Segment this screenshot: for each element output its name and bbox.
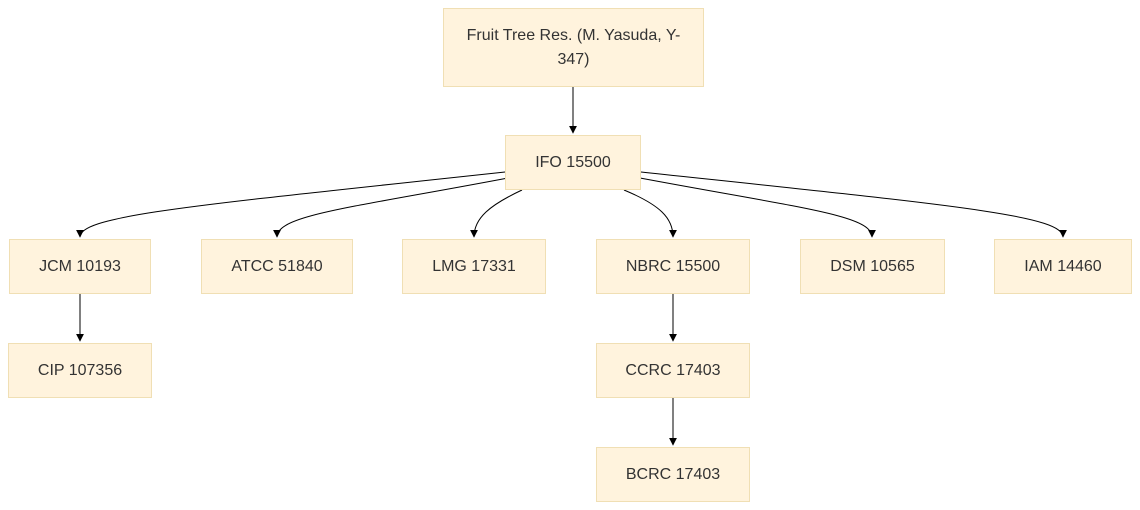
node-label: IFO 15500 [535,153,611,171]
node-ifo-15500: IFO 15500 [505,135,641,190]
node-label: IAM 14460 [1024,257,1102,275]
edge-ifo-to-dsm [639,177,876,238]
edge-ifo-to-iam [640,171,1067,238]
edge-ifo-to-jcm [76,171,506,238]
node-label: Fruit Tree Res. (M. Yasuda, Y-347) [466,26,681,68]
edge-ifo-to-atcc [273,177,509,238]
node-label: DSM 10565 [830,257,915,275]
node-label: LMG 17331 [432,257,516,275]
node-label: CCRC 17403 [625,361,721,379]
node-label: NBRC 15500 [625,257,721,275]
node-jcm-10193: JCM 10193 [9,239,151,294]
edge-ifo-to-lmg [470,189,523,238]
node-ccrc-17403: CCRC 17403 [596,343,750,398]
node-label: JCM 10193 [39,257,121,275]
node-iam-14460: IAM 14460 [994,239,1132,294]
node-atcc-51840: ATCC 51840 [201,239,353,294]
node-fruit-tree-res: Fruit Tree Res. (M. Yasuda, Y-347) [443,8,704,87]
node-label: ATCC 51840 [231,257,323,275]
node-label: CIP 107356 [37,361,123,379]
node-nbrc-15500: NBRC 15500 [596,239,750,294]
node-lmg-17331: LMG 17331 [402,239,546,294]
node-dsm-10565: DSM 10565 [800,239,945,294]
node-label: BCRC 17403 [625,465,721,483]
node-cip-107356: CIP 107356 [8,343,152,398]
edge-ifo-to-nbrc [623,189,677,238]
node-bcrc-17403: BCRC 17403 [596,447,750,502]
